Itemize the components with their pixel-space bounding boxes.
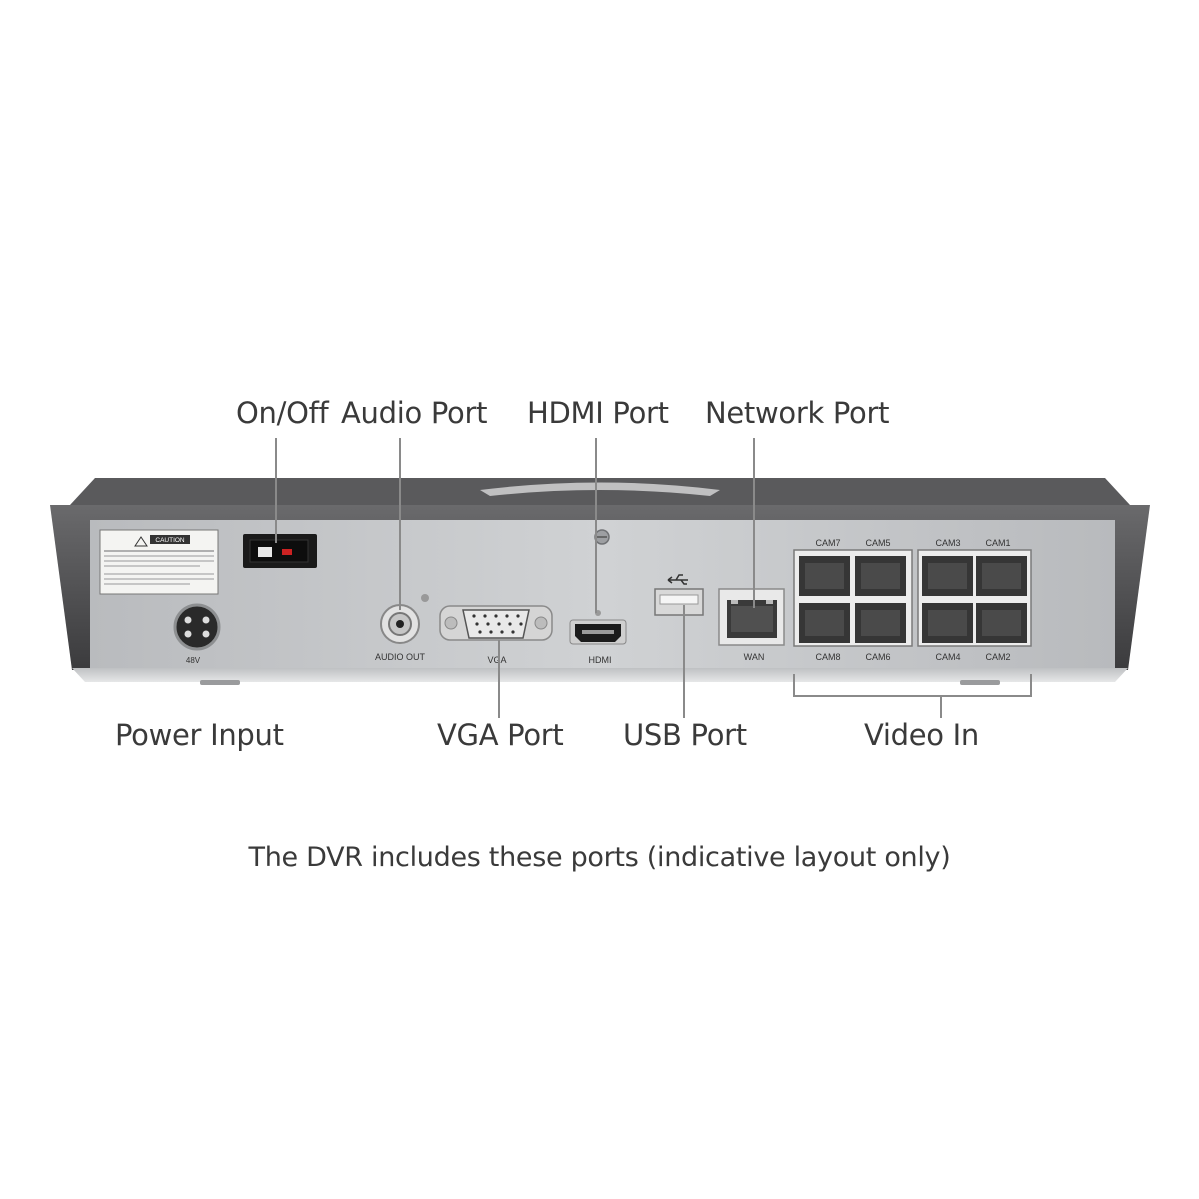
panel-screw <box>594 529 610 545</box>
vga-port-label: VGA Port <box>437 718 564 752</box>
voltage-text: 48V <box>186 656 201 665</box>
network-port-label: Network Port <box>705 396 890 430</box>
power-input-connector: 48V <box>173 603 221 665</box>
usb-port-label: USB Port <box>623 718 747 752</box>
casing-base <box>72 668 1128 685</box>
video-in-label: Video In <box>864 718 980 752</box>
diagram-caption: The DVR includes these ports (indicative… <box>248 842 951 873</box>
cam3-label: CAM3 <box>935 538 960 548</box>
usb-connector <box>654 574 704 616</box>
cam7-label: CAM7 <box>815 538 840 548</box>
hdmi-text: HDMI <box>589 655 612 665</box>
camera-port-block-left <box>793 549 913 647</box>
hdmi-connector: HDMI <box>569 610 627 665</box>
caution-text: CAUTION <box>155 537 185 544</box>
casing-top <box>70 478 1130 505</box>
caution-sticker: CAUTION <box>99 529 219 595</box>
audio-out-jack: AUDIO OUT <box>375 594 429 662</box>
vga-text: VGA <box>487 655 506 665</box>
power-input-label: Power Input <box>115 718 284 752</box>
wan-ethernet-port: WAN <box>718 588 785 662</box>
cam5-label: CAM5 <box>865 538 890 548</box>
power-switch <box>243 534 317 568</box>
cam4-label: CAM4 <box>935 652 960 662</box>
cam6-label: CAM6 <box>865 652 890 662</box>
leader-lines <box>275 438 1032 718</box>
wan-text: WAN <box>744 652 765 662</box>
hdmi-port-label: HDMI Port <box>527 396 669 430</box>
cam2-label: CAM2 <box>985 652 1010 662</box>
cam8-label: CAM8 <box>815 652 840 662</box>
camera-port-block-right <box>917 549 1032 647</box>
audio-port-label: Audio Port <box>341 396 488 430</box>
video-in-bracket <box>793 674 1032 697</box>
vga-connector: VGA <box>439 605 553 665</box>
cam1-label: CAM1 <box>985 538 1010 548</box>
audio-out-text: AUDIO OUT <box>375 652 426 662</box>
usb-icon <box>667 574 688 585</box>
on-off-label: On/Off <box>236 396 329 430</box>
